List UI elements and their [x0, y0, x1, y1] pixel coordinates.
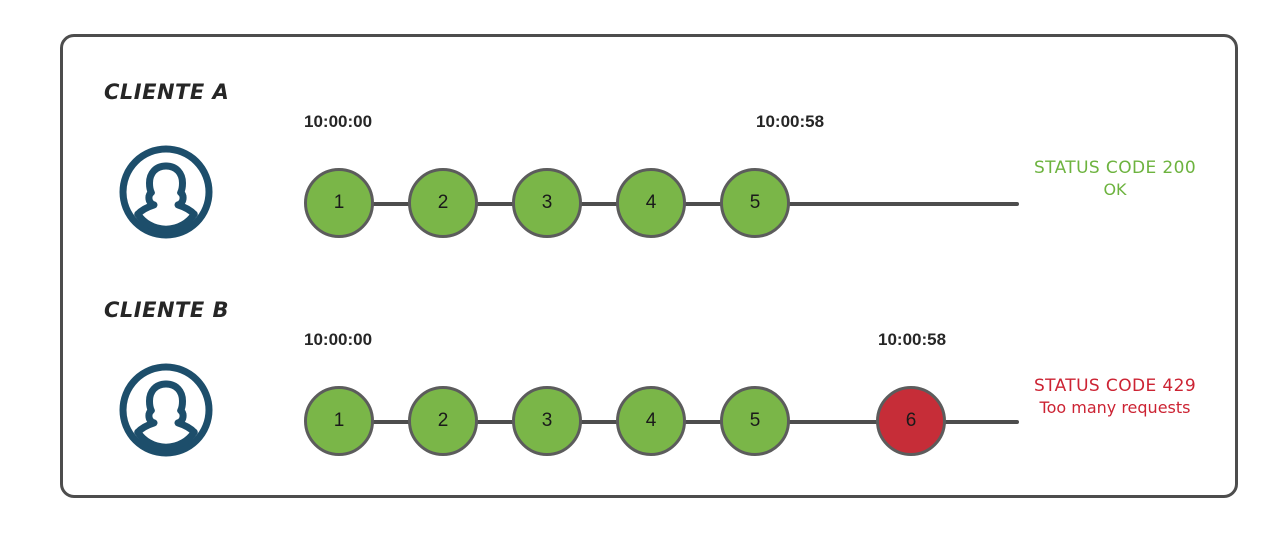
- request-node-number: 1: [333, 192, 345, 213]
- user-avatar-icon: [116, 360, 216, 460]
- request-node-b-1[interactable]: 1: [304, 386, 374, 456]
- request-node-number: 2: [437, 192, 449, 213]
- timestamp-end-a: 10:00:58: [756, 112, 825, 131]
- status-code-a: STATUS CODE 200: [1033, 158, 1197, 178]
- request-node-a-5[interactable]: 5: [720, 168, 790, 238]
- user-avatar-icon: [116, 142, 216, 242]
- request-node-a-3[interactable]: 3: [512, 168, 582, 238]
- request-node-number: 4: [645, 192, 657, 213]
- status-badge-b: STATUS CODE 429 Too many requests: [1000, 376, 1230, 418]
- request-node-number: 6: [905, 410, 917, 431]
- client-row-cliente-b: CLIENTE B 10:00:00 10:00:58 1 2 3 4 5 6 …: [0, 278, 1280, 508]
- request-node-a-4[interactable]: 4: [616, 168, 686, 238]
- request-node-a-1[interactable]: 1: [304, 168, 374, 238]
- client-label-b: CLIENTE B: [104, 298, 230, 322]
- status-badge-a: STATUS CODE 200 OK: [1000, 158, 1230, 200]
- request-node-number: 3: [541, 192, 553, 213]
- timestamp-start-b: 10:00:00: [304, 330, 373, 349]
- request-node-number: 4: [645, 410, 657, 431]
- request-node-number: 5: [749, 192, 761, 213]
- request-node-b-4[interactable]: 4: [616, 386, 686, 456]
- request-node-b-6[interactable]: 6: [876, 386, 946, 456]
- status-message-b: Too many requests: [1039, 397, 1191, 417]
- status-message-a: OK: [1103, 179, 1127, 199]
- request-node-number: 1: [333, 410, 345, 431]
- client-label-a: CLIENTE A: [104, 80, 230, 104]
- timestamp-end-b: 10:00:58: [878, 330, 947, 349]
- request-node-number: 3: [541, 410, 553, 431]
- status-code-b: STATUS CODE 429: [1033, 376, 1197, 396]
- request-node-b-2[interactable]: 2: [408, 386, 478, 456]
- request-node-number: 2: [437, 410, 449, 431]
- client-row-cliente-a: CLIENTE A 10:00:00 10:00:58 1 2 3 4 5 ST…: [0, 60, 1280, 290]
- request-node-b-3[interactable]: 3: [512, 386, 582, 456]
- request-node-number: 5: [749, 410, 761, 431]
- request-node-a-2[interactable]: 2: [408, 168, 478, 238]
- timestamp-start-a: 10:00:00: [304, 112, 373, 131]
- request-node-b-5[interactable]: 5: [720, 386, 790, 456]
